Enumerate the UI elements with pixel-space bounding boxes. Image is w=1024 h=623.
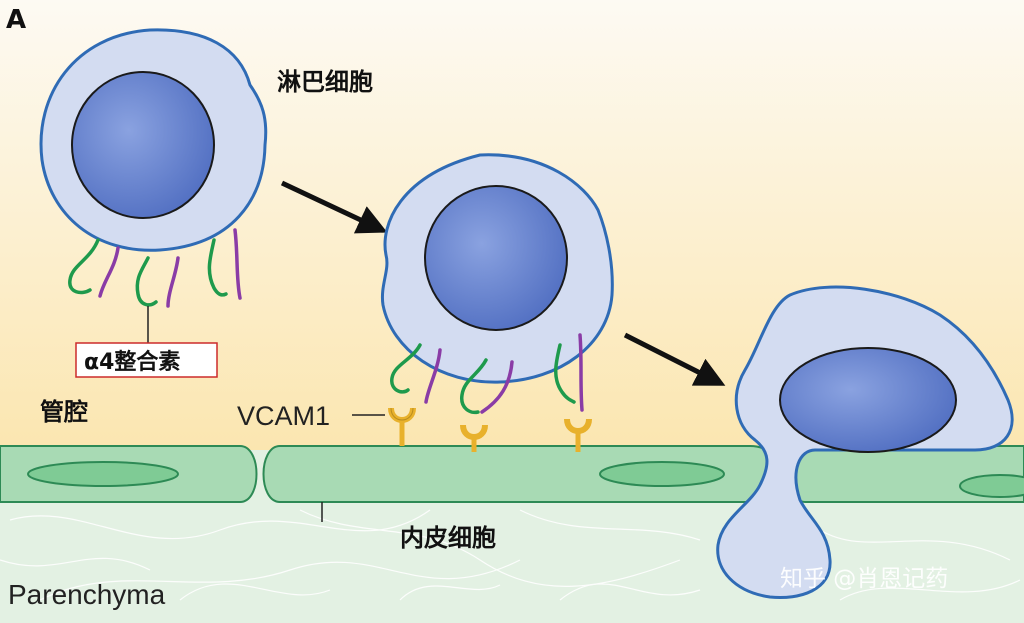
panel-label: A [6,5,26,35]
migration-arrow-1 [280,180,388,234]
lymphocyte-cell-1 [39,28,268,343]
integrin-group [390,333,584,415]
migration-arrow-2 [623,332,726,386]
integrin-label: α4整合素 [84,349,180,375]
lumen-label: 管腔 [40,398,88,426]
lymphocyte-label: 淋巴细胞 [277,68,373,96]
endothelial-nucleus [959,474,1024,498]
endothelial-label: 内皮细胞 [400,524,496,552]
cell-nucleus [424,185,568,331]
integrin-group [68,228,242,308]
vcam1-receptor [564,418,592,452]
parenchyma-label: Parenchyma [8,579,166,610]
vcam1-label: VCAM1 [237,401,330,431]
endothelial-nucleus [27,461,179,487]
lymphocyte-cell-3 [716,285,1014,600]
vcam1-receptors [352,407,592,452]
endothelium [0,445,1024,522]
vcam1-receptor [460,424,488,452]
vcam1-receptor [388,407,416,446]
cell-nucleus [779,347,957,453]
cell-nucleus [71,71,215,219]
integrin-label-box [75,342,218,378]
endothelial-nucleus [599,461,725,487]
parenchyma-fibers [0,509,1021,601]
lymphocyte-cell-2 [380,153,614,415]
watermark-text: 知乎 @肖恩记药 [780,566,948,592]
